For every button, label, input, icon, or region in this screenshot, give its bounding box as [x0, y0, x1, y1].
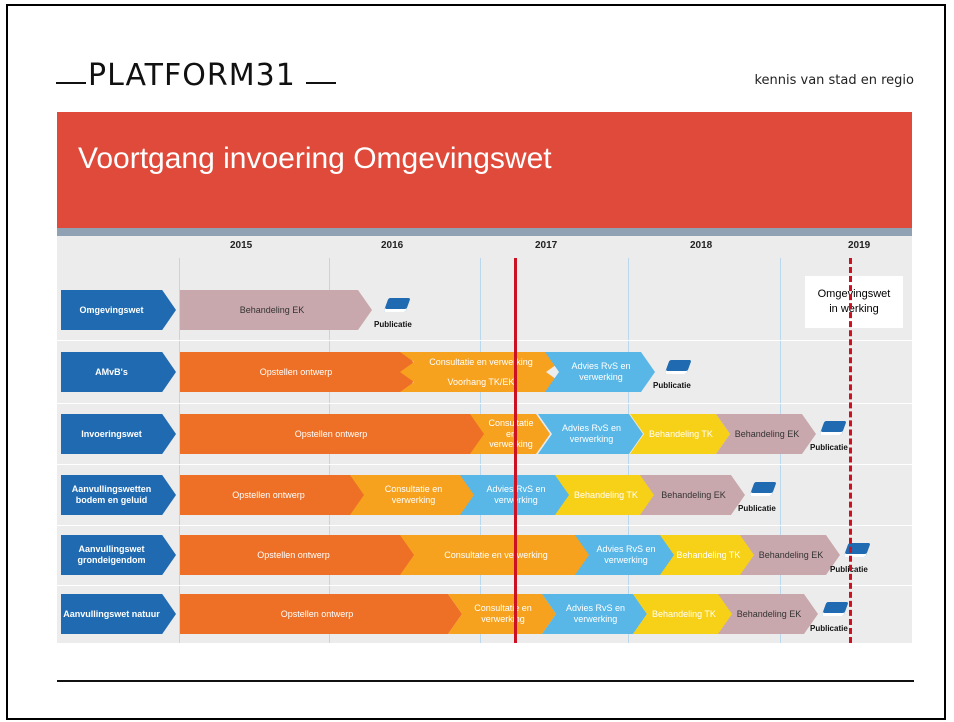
- phase-bar: Behandeling TK: [633, 594, 733, 634]
- footer-rule: [57, 680, 914, 682]
- row-label: Aanvullingswet natuur: [61, 594, 176, 634]
- milestone-title: Omgevingswet: [817, 288, 891, 301]
- row-divider: [57, 403, 912, 404]
- phase-bar: Behandeling TK: [630, 414, 730, 454]
- row-label: Omgevingswet: [61, 290, 176, 330]
- row-label: Aanvullingswetten bodem en geluid: [61, 475, 176, 515]
- phase-bar: Consultatie en verwerking: [350, 475, 475, 515]
- phase-bar: Advies RvS en verwerking: [538, 414, 643, 454]
- phase-bar: Voorhang TK/EK: [400, 372, 560, 392]
- phase-bar: Consultatie en verwerking: [448, 594, 556, 634]
- slide-title: Voortgang invoering Omgevingswet: [78, 142, 552, 175]
- year-label-2019: 2019: [848, 240, 871, 251]
- phase-bar: Behandeling EK: [640, 475, 745, 515]
- milestone-label: Omgevingswet in werking: [805, 276, 903, 328]
- slide-frame: [6, 4, 946, 720]
- phase-bar: Behandeling EK: [716, 414, 816, 454]
- row-divider: [57, 340, 912, 341]
- row-label: AMvB's: [61, 352, 176, 392]
- logo-underline-right: [306, 82, 336, 84]
- phase-bar: Behandeling EK: [718, 594, 818, 634]
- phase-bar: Behandeling EK: [740, 535, 840, 575]
- logo-underline-left: [56, 82, 86, 84]
- publication-label: Publicatie: [374, 320, 412, 329]
- phase-bar: Opstellen ontwerp: [180, 535, 415, 575]
- phase-bar: Behandeling EK: [180, 290, 372, 330]
- phase-bar: Opstellen ontwerp: [180, 594, 462, 634]
- row-divider: [57, 585, 912, 586]
- year-label-2016: 2016: [381, 240, 404, 251]
- tagline: kennis van stad en regio: [754, 73, 914, 88]
- publication-label: Publicatie: [810, 624, 848, 633]
- timeline-strip: [57, 228, 912, 236]
- publication-label: Publicatie: [810, 443, 848, 452]
- year-label-2015: 2015: [230, 240, 253, 251]
- row-divider: [57, 525, 912, 526]
- milestone-subtitle: in werking: [829, 303, 879, 315]
- publication-label: Publicatie: [830, 565, 868, 574]
- phase-bar: Opstellen ontwerp: [180, 414, 490, 454]
- publication-label: Publicatie: [738, 504, 776, 513]
- year-label-2017: 2017: [535, 240, 558, 251]
- phase-bar: Behandeling TK: [660, 535, 755, 575]
- current-date-line: [514, 258, 517, 643]
- gridline-2015: [179, 258, 180, 643]
- publication-label: Publicatie: [653, 381, 691, 390]
- phase-bar: Advies RvS en verwerking: [545, 352, 655, 392]
- year-label-2018: 2018: [690, 240, 713, 251]
- phase-bar: Opstellen ontwerp: [180, 475, 365, 515]
- phase-bar: Consultatie en verwerking: [400, 535, 590, 575]
- phase-bar: Advies RvS en verwerking: [575, 535, 675, 575]
- row-label: Invoeringswet: [61, 414, 176, 454]
- logo: PLATFORM31: [88, 58, 296, 93]
- phase-bar: Behandeling TK: [555, 475, 655, 515]
- row-label: Aanvullingswet grondeigendom: [61, 535, 176, 575]
- in-force-date-line: [849, 258, 852, 643]
- phase-bar: Consultatie en verwerking: [400, 352, 560, 372]
- title-banner: Voortgang invoering Omgevingswet: [57, 112, 912, 236]
- row-divider: [57, 464, 912, 465]
- phase-bar: Advies RvS en verwerking: [542, 594, 647, 634]
- phase-bar: Opstellen ontwerp: [180, 352, 420, 392]
